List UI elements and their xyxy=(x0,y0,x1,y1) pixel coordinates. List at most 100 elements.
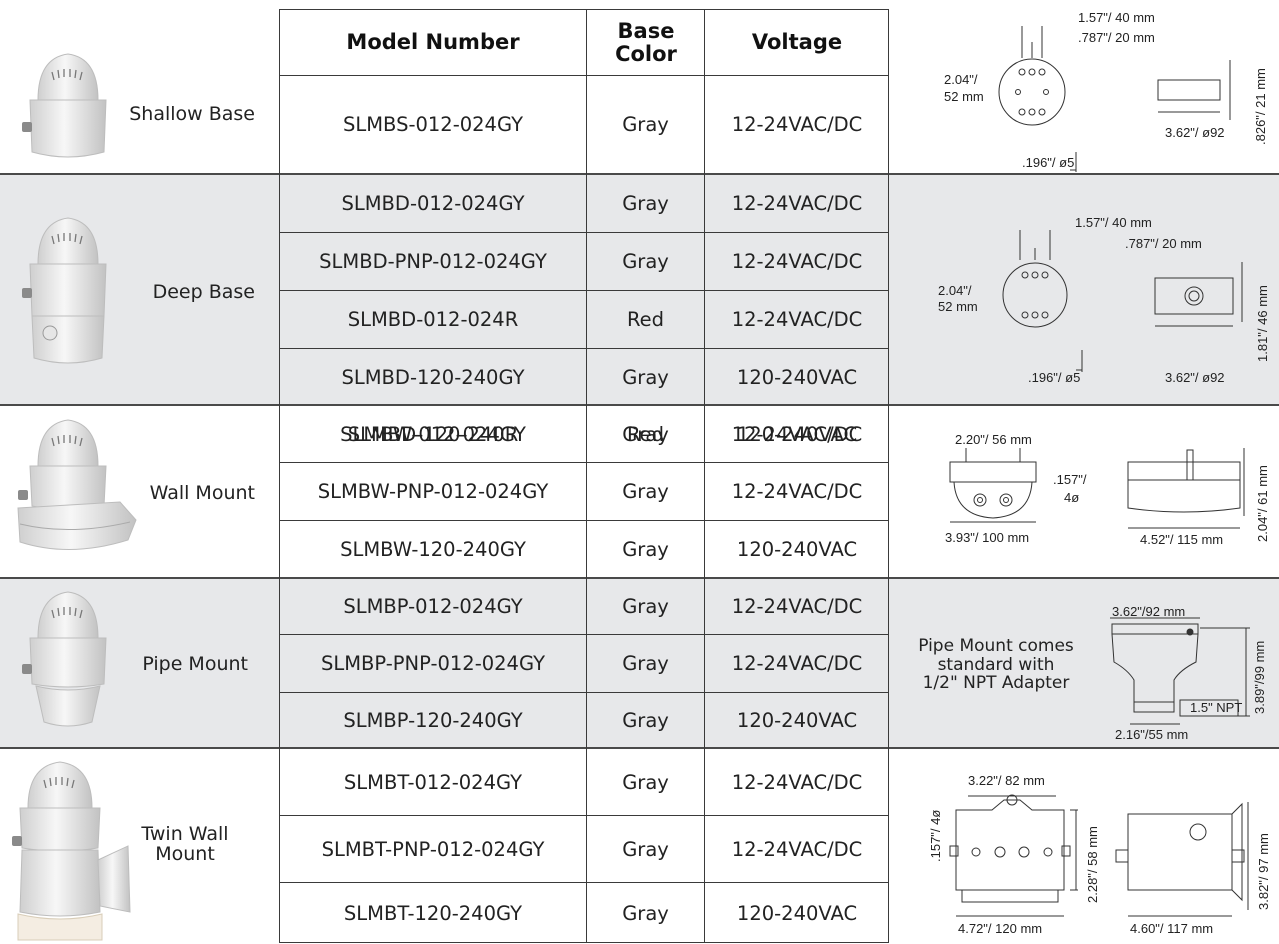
dim-label: 52 mm xyxy=(944,89,984,104)
table-row-model: SLMBT-012-024GY xyxy=(343,770,523,794)
dim-label: 1.57"/ 40 mm xyxy=(1078,10,1155,25)
table-row-color: Gray xyxy=(622,480,669,503)
table-row-model: SLMBD-PNP-012-024GY xyxy=(319,250,547,273)
header-voltage: Voltage xyxy=(751,30,843,55)
table-row-model: SLMBS-012-024GY xyxy=(342,113,524,136)
table-row-voltage: 120-240VAC xyxy=(736,537,858,561)
table-row-model: SLMBT-120-240GY xyxy=(343,901,523,925)
dim-label: 3.82"/ 97 mm xyxy=(1256,833,1271,910)
column-divider xyxy=(704,9,705,943)
wall-mount-product-image xyxy=(17,419,137,551)
dim-label: 4.52"/ 115 mm xyxy=(1140,532,1224,547)
dim-label: .196"/ ø5 xyxy=(1028,370,1081,385)
pipe-mount-note-line: Pipe Mount comes xyxy=(918,636,1074,656)
section-divider xyxy=(0,404,1279,406)
table-row-color: Gray xyxy=(622,837,669,861)
table-row-voltage: 12-24VAC/DC xyxy=(731,480,863,503)
pipe-mount-product-image xyxy=(22,591,107,727)
table-row-voltage: 12-24VAC/DC xyxy=(731,192,863,215)
table-row-voltage: 120-240VAC xyxy=(736,901,858,925)
twin-wall-mount-dimension-drawing xyxy=(949,794,1249,917)
table-row-model: SLMBD-120-240R xyxy=(347,422,519,446)
table-row-model: SLMBW-120-240GY xyxy=(340,537,526,561)
table-row-color: Red xyxy=(626,308,665,331)
deep-base-band xyxy=(0,174,1279,405)
row-divider xyxy=(279,462,889,463)
table-row-model: SLMBW-PNP-012-024GY xyxy=(317,480,549,503)
twin-wall-mount-product-image xyxy=(12,761,131,941)
row-divider xyxy=(279,520,889,521)
section-divider xyxy=(0,577,1279,579)
table-row-voltage: 120-240VAC xyxy=(736,708,858,732)
table-row-model: SLMBP-120-240GY xyxy=(343,708,523,732)
dim-label: 2.20"/ 56 mm xyxy=(955,432,1032,447)
dim-label: 3.62"/92 mm xyxy=(1112,604,1186,619)
table-row-model: SLMBP-012-024GY xyxy=(343,595,523,618)
section-divider xyxy=(0,173,1279,175)
row-divider xyxy=(279,290,889,291)
table-row-color: Gray xyxy=(622,901,669,925)
table-row-color: Gray xyxy=(622,652,669,675)
table-row-model: SLMBW-012-024GY xyxy=(340,422,526,446)
table-row-voltage: 12-24VAC/DC xyxy=(731,652,863,675)
pipe-mount-note-line: standard with xyxy=(937,654,1055,675)
dim-label: .826"/ 21 mm xyxy=(1253,68,1268,145)
shallow-base-dimension-drawing xyxy=(998,26,1231,172)
table-row-model: SLMBT-PNP-012-024GY xyxy=(321,837,545,861)
table-row-voltage: 12-24VAC/DC xyxy=(731,308,863,331)
table-row-color: Gray xyxy=(622,770,669,794)
pipe-mount-band xyxy=(0,578,1279,748)
dim-label: .196"/ ø5 xyxy=(1022,155,1075,170)
dim-label: 4.60"/ 117 mm xyxy=(1130,921,1214,936)
table-row-voltage: 12-24VAC/DC xyxy=(731,837,863,861)
dim-label: 4.72"/ 120 mm xyxy=(958,921,1043,936)
table-row-color: Gray xyxy=(622,708,669,732)
row-divider xyxy=(279,692,889,693)
dim-label: 2.04"/ 61 mm xyxy=(1255,465,1270,542)
table-row-model: SLMBD-012-024R xyxy=(347,308,519,331)
dim-label: 3.22"/ 82 mm xyxy=(968,773,1045,788)
table-row-model: SLMBD-012-024GY xyxy=(341,192,525,215)
base-label-twin-wall: Twin Wall Mount xyxy=(130,824,240,865)
base-label-pipe: Pipe Mount xyxy=(142,653,248,675)
dim-label: 1.81"/ 46 mm xyxy=(1255,285,1270,362)
row-divider xyxy=(279,75,889,76)
table-row-voltage: 120-240VAC xyxy=(736,422,858,446)
table-row-voltage: 120-240VAC xyxy=(736,366,858,389)
table-row-color: Gray xyxy=(622,537,669,561)
dim-label: .787"/ 20 mm xyxy=(1078,30,1155,45)
section-divider xyxy=(0,747,1279,749)
shallow-base-product-image xyxy=(22,53,107,158)
table-row-color: Gray xyxy=(622,422,669,446)
row-divider xyxy=(279,232,889,233)
dim-label: 3.62"/ ø92 xyxy=(1165,370,1225,385)
dim-label: 3.93"/ 100 mm xyxy=(945,530,1030,545)
table-row-color: Gray xyxy=(622,250,669,273)
column-divider xyxy=(586,9,587,943)
table-row-color: Red xyxy=(626,422,665,446)
dim-label: 1.5" NPT xyxy=(1190,700,1243,715)
table-row-model: SLMBP-PNP-012-024GY xyxy=(320,652,546,675)
dim-label: .157"/ 4ø xyxy=(928,809,943,862)
header-base-color: Base Color xyxy=(615,19,677,66)
header-model-number: Model Number xyxy=(346,30,520,55)
spec-table xyxy=(279,9,889,943)
table-row-color: Gray xyxy=(622,192,669,215)
dim-label: 2.04"/ xyxy=(944,72,978,87)
dim-label: .787"/ 20 mm xyxy=(1125,236,1202,251)
table-row-color: Gray xyxy=(622,595,669,618)
table-row-voltage: 12-24VAC/DC xyxy=(731,113,863,136)
dim-label: 2.04"/ xyxy=(938,283,972,298)
base-label-line: Mount xyxy=(155,842,215,865)
dim-label: .157"/ xyxy=(1053,472,1087,487)
base-label-wall: Wall Mount xyxy=(149,482,255,504)
dim-label: 3.89"/99 mm xyxy=(1252,640,1267,714)
dim-label: 2.28"/ 58 mm xyxy=(1085,826,1100,903)
row-divider xyxy=(279,882,889,883)
table-row-voltage: 12-24VAC/DC xyxy=(731,770,863,794)
dim-label: 3.62"/ ø92 xyxy=(1165,125,1225,140)
pipe-mount-dimension-drawing xyxy=(1110,617,1250,725)
table-row-voltage: 12-24VAC/DC xyxy=(731,250,863,273)
base-label-deep: Deep Base xyxy=(152,281,255,303)
dim-label: 52 mm xyxy=(938,299,978,314)
